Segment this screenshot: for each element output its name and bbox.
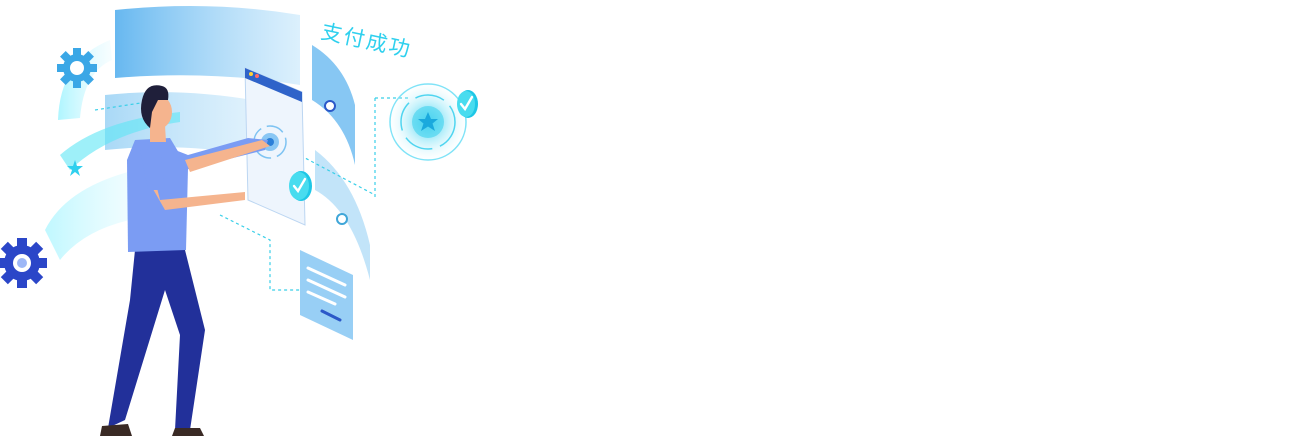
- person-lower-arm: [145, 160, 245, 210]
- person-shoe: [100, 424, 132, 436]
- checkmark-badge-icon: [457, 90, 478, 118]
- gear-icon: [57, 48, 97, 88]
- glass-panels: [45, 6, 370, 280]
- person-shoe: [172, 428, 204, 436]
- form-card: [300, 250, 353, 340]
- star-icon: [67, 160, 83, 176]
- target-circle-icon: [386, 80, 470, 164]
- payment-success-caption: 支付成功: [319, 19, 414, 62]
- top-glass-panel: [115, 6, 300, 85]
- payment-success-illustration: 支付成功: [0, 6, 478, 436]
- node-dot: [324, 100, 336, 112]
- node-dot: [336, 213, 348, 225]
- connector-line: [219, 214, 300, 291]
- person-figure: [100, 85, 270, 436]
- person-legs: [108, 250, 205, 430]
- checkmark-badge-icon: [289, 171, 312, 201]
- connector-line: [289, 149, 376, 196]
- person-hair: [141, 85, 169, 128]
- gear-icon: [0, 238, 47, 288]
- person-sleeve: [140, 148, 165, 190]
- person-neck: [150, 125, 166, 142]
- person-forearm: [185, 140, 270, 172]
- empty-content-area: [500, 0, 1303, 439]
